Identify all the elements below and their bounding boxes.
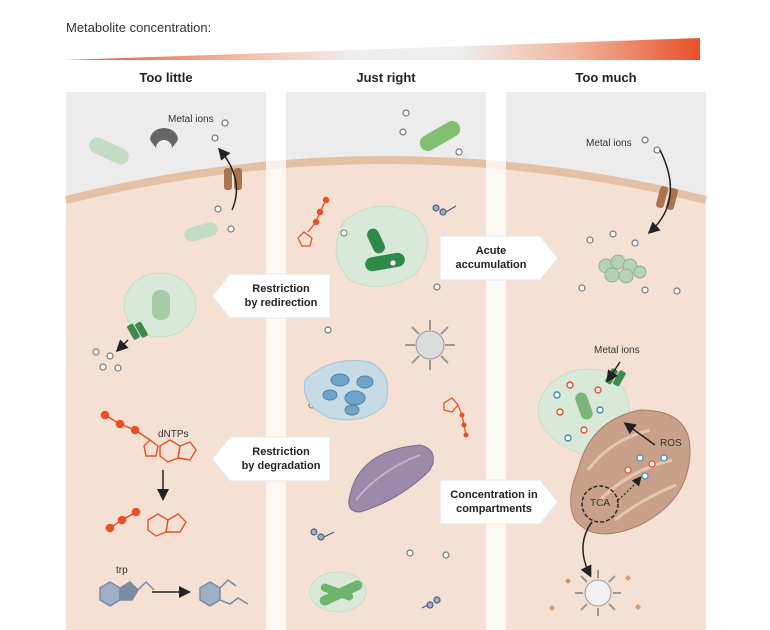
callout-line: compartments: [456, 503, 532, 515]
callout-line: Concentration in: [450, 489, 538, 501]
bacterium: [89, 137, 129, 165]
dntp-chain-top: [100, 410, 151, 441]
virus-particle-middle: [405, 320, 455, 370]
label-dntps: dNTPs: [158, 429, 189, 440]
callout-line: accumulation: [455, 259, 527, 271]
blue-blob-cell: [303, 359, 389, 421]
trp-product: [199, 579, 249, 607]
column-header-too-little: Too little: [139, 70, 193, 85]
label-tca: TCA: [590, 498, 610, 509]
callout-line: Restriction: [252, 446, 310, 458]
callout-acute-accumulation: Acute accumulation: [442, 244, 540, 272]
label-ros: ROS: [660, 438, 682, 449]
transporter-vacuole-left: [127, 321, 148, 340]
dntp-chain-bottom: [105, 507, 141, 533]
export-arrow: [218, 147, 238, 211]
metal-ion-dots-right: [578, 136, 681, 295]
trp-molecule: [99, 580, 155, 607]
purple-crescent: [348, 444, 434, 513]
siderophore-icon: [150, 128, 178, 148]
callout-line: by redirection: [244, 297, 318, 309]
bacterium-middle: [419, 121, 461, 151]
small-molecule: [432, 204, 457, 216]
dntp-chain-middle: [307, 196, 330, 233]
callout-restriction-degradation: Restriction by degradation: [232, 445, 330, 473]
callout-line: by degradation: [241, 460, 321, 472]
callout-redirection-shape: [211, 273, 331, 319]
column-header-too-much: Too much: [575, 70, 637, 85]
metal-ion-dots-left: [211, 119, 235, 233]
label-metal-ions-right: Metal ions: [586, 138, 632, 149]
sparkles: [549, 575, 641, 611]
callout-accumulation-shape: [439, 235, 559, 281]
concentration-gradient-bar: [66, 38, 700, 60]
callout-line: Restriction: [252, 283, 310, 295]
label-metal-ions-right-lower: Metal ions: [594, 345, 640, 356]
callout-shapes: [211, 235, 559, 525]
dntp-base-top: [143, 439, 197, 463]
tca-cycle: [581, 485, 619, 523]
label-metal-ions-left: Metal ions: [168, 114, 214, 125]
membrane-transporter-right: [655, 186, 679, 210]
callout-line: Acute: [475, 245, 507, 257]
column-header-just-right: Just right: [356, 70, 416, 85]
callout-concentration-compartments: Concentration in compartments: [442, 488, 546, 516]
label-trp: trp: [116, 565, 128, 576]
virus-particle-right: [575, 570, 621, 616]
callout-compartments-shape: [439, 479, 559, 525]
callout-degradation-shape: [211, 436, 331, 482]
page-title: Metabolite concentration:: [66, 20, 212, 35]
callout-restriction-redirection: Restriction by redirection: [232, 282, 330, 310]
import-arrow: [647, 149, 672, 235]
metal-aggregate: [598, 254, 647, 284]
